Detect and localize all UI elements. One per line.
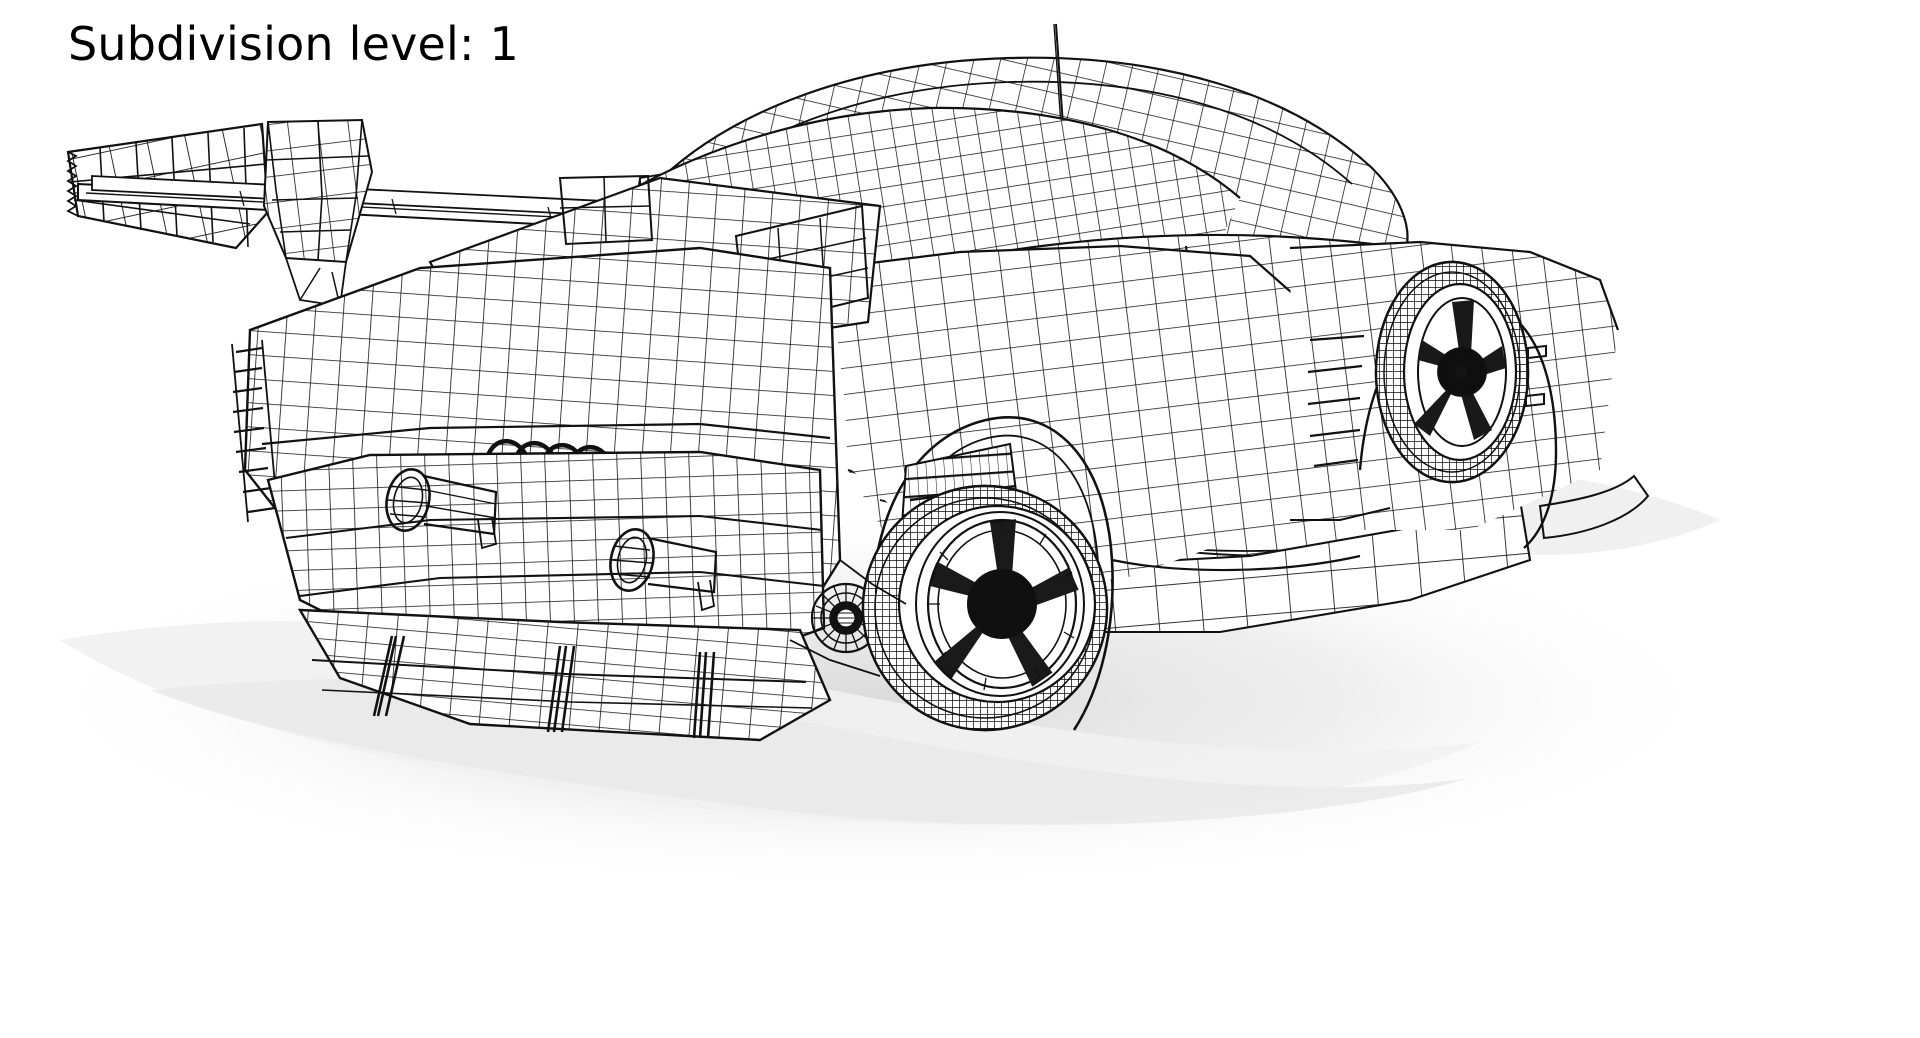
rear-wheel (863, 486, 1107, 730)
front-wheel (1376, 262, 1546, 482)
exhaust-pipe-right (605, 525, 716, 610)
exhaust-pipe-left (381, 465, 496, 548)
subdivision-level-prefix: Subdivision level: (68, 17, 475, 71)
body-creases (790, 508, 1390, 676)
subdivision-level-label: Subdivision level: 1 (68, 19, 519, 70)
subdivision-level-value: 1 (489, 17, 519, 71)
front-splitter (1540, 476, 1648, 538)
rain-light (812, 584, 880, 652)
